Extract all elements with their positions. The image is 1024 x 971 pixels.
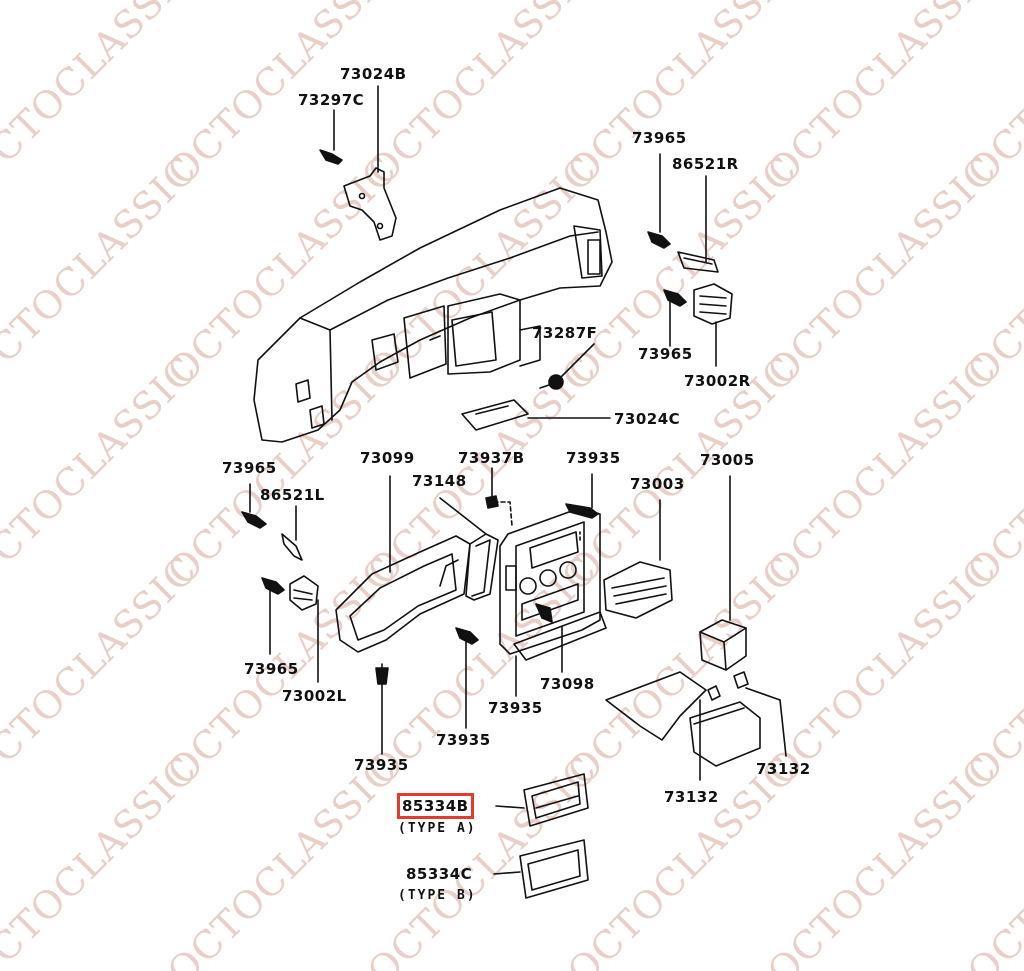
meter-hood-73099 <box>335 475 471 755</box>
part-label-73965: 73965 <box>222 459 277 477</box>
switch-73005 <box>699 475 747 671</box>
part-label-73935: 73935 <box>488 699 543 717</box>
part-label-73965: 73965 <box>244 660 299 678</box>
part-type-b: (TYPE B) <box>398 888 477 903</box>
part-label-73002l: 73002L <box>282 687 347 705</box>
part-label-73132: 73132 <box>664 788 719 806</box>
part-label-73935: 73935 <box>436 731 491 749</box>
part-label-73935: 73935 <box>354 756 409 774</box>
pocket-85334b <box>495 773 589 827</box>
screws-73935 <box>455 473 599 729</box>
part-type-a: (TYPE A) <box>398 821 477 836</box>
tray-73132 <box>605 671 787 781</box>
vent-73003 <box>603 499 673 619</box>
clip-73937b <box>485 467 513 527</box>
trim-73148 <box>439 497 499 601</box>
part-label-73005: 73005 <box>700 451 755 469</box>
clip-73287f <box>539 343 595 390</box>
pocket-85334c <box>493 839 589 899</box>
part-label-73098: 73098 <box>540 675 595 693</box>
part-label-86521l: 86521L <box>260 486 325 504</box>
dashboard-panel <box>253 187 613 443</box>
part-label-73937b: 73937B <box>458 449 525 467</box>
part-label-73099: 73099 <box>360 449 415 467</box>
part-label-85334c: 85334C <box>406 865 473 883</box>
part-label-85334b-highlighted[interactable]: 85334B <box>397 793 474 819</box>
screw-73297c <box>319 109 343 165</box>
part-label-73003: 73003 <box>630 475 685 493</box>
part-label-86521r: 86521R <box>672 155 739 173</box>
bracket-73024b <box>343 85 397 241</box>
vent-73002r <box>647 153 733 367</box>
part-label-73148: 73148 <box>412 472 467 490</box>
part-label-73024c: 73024C <box>614 410 681 428</box>
center-panel-73098 <box>499 507 607 673</box>
part-label-73297c: 73297C <box>298 91 365 109</box>
part-label-73002r: 73002R <box>684 372 751 390</box>
vent-73002l <box>241 483 319 683</box>
part-label-73965: 73965 <box>632 129 687 147</box>
bracket-73024c <box>461 399 611 431</box>
part-label-73132: 73132 <box>756 760 811 778</box>
part-label-73965: 73965 <box>638 345 693 363</box>
part-label-73935: 73935 <box>566 449 621 467</box>
part-label-73024b: 73024B <box>340 65 407 83</box>
part-label-73287f: 73287F <box>532 324 598 342</box>
